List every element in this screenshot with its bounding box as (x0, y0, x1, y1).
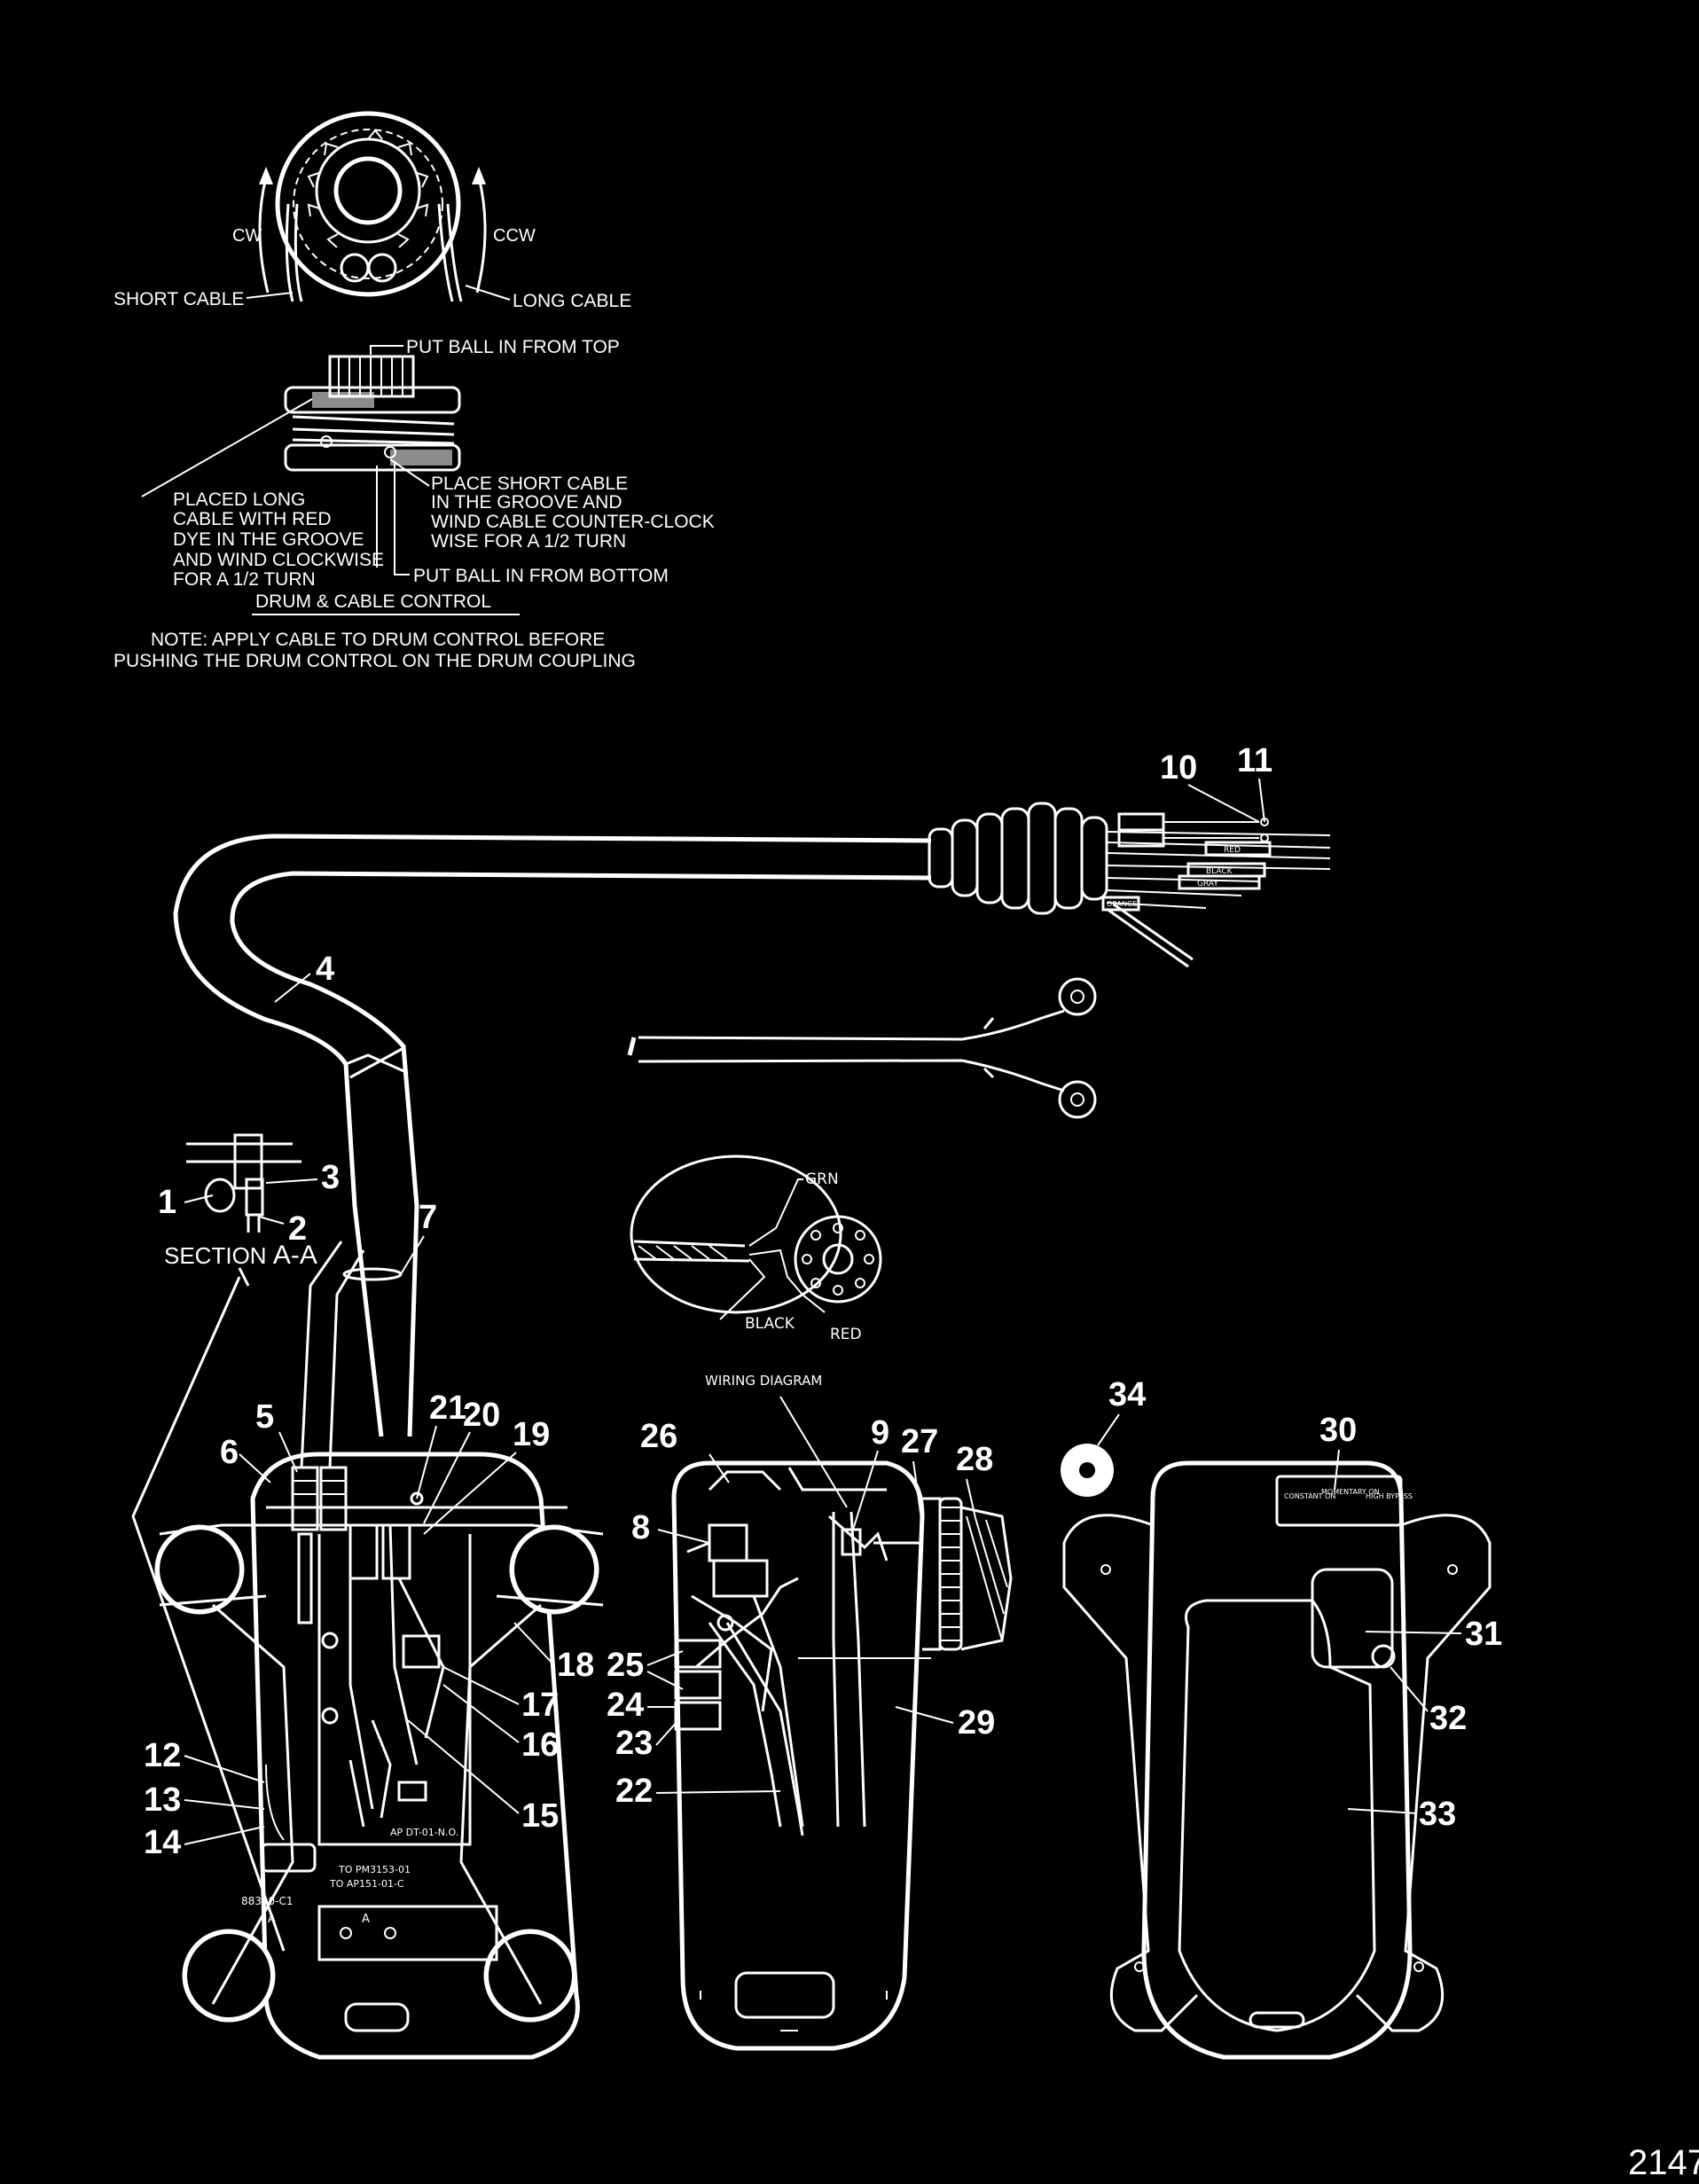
svg-text:GRN: GRN (805, 1170, 839, 1188)
connector-boot (928, 802, 1108, 915)
drum-detail: CW CCW SHORT CABLE LONG CABLE PUT BALL I… (114, 111, 715, 671)
callout-32: 32 (1429, 1700, 1467, 1737)
callouts: 4 5 6 7 8 9 10 11 12 13 14 15 16 17 18 1… (144, 742, 1502, 1861)
callout-6: 6 (220, 1434, 239, 1471)
callout-9: 9 (871, 1414, 889, 1452)
callout-4: 4 (316, 951, 334, 988)
callout-11: 11 (1237, 742, 1272, 779)
ball-top-label: PUT BALL IN FROM TOP (406, 337, 620, 357)
callout-23: 23 (615, 1725, 653, 1762)
svg-text:PLACE SHORT CABLE: PLACE SHORT CABLE (431, 474, 628, 494)
svg-text:88310-C1: 88310-C1 (241, 1895, 294, 1907)
callout-5: 5 (255, 1398, 274, 1436)
svg-text:HIGH BYPASS: HIGH BYPASS (1366, 1492, 1413, 1500)
svg-text:A: A (362, 1913, 370, 1926)
svg-text:BLACK: BLACK (745, 1315, 795, 1333)
svg-text:TO PM3153-01: TO PM3153-01 (338, 1864, 411, 1875)
callout-30: 30 (1319, 1412, 1357, 1449)
short-cable-label: SHORT CABLE (114, 289, 244, 309)
callout-22: 22 (615, 1773, 653, 1810)
svg-text:WIND CABLE COUNTER-CLOCK: WIND CABLE COUNTER-CLOCK (431, 512, 715, 532)
drum-title: DRUM & CABLE CONTROL (255, 591, 491, 612)
callout-10: 10 (1160, 749, 1197, 787)
ball-bottom-label: PUT BALL IN FROM BOTTOM (413, 566, 669, 586)
section-a-a: 1 2 3 SECTION A-A (158, 1133, 340, 1270)
figure-number: 2147 (1628, 2143, 1699, 2182)
long-cable-label: LONG CABLE (513, 291, 631, 311)
callout-25: 25 (607, 1647, 644, 1684)
callout-15: 15 (521, 1797, 559, 1835)
pedal-middle (671, 1460, 1013, 2051)
svg-text:MOMENTARY ON: MOMENTARY ON (1321, 1488, 1380, 1496)
cable-assembly: RED BLACK GRAY ORANGE (173, 802, 1331, 1437)
svg-text:ORANGE: ORANGE (1107, 900, 1137, 908)
svg-text:2: 2 (288, 1210, 307, 1248)
callout-20: 20 (463, 1397, 500, 1434)
callout-18: 18 (557, 1647, 594, 1684)
note-line-1: NOTE: APPLY CABLE TO DRUM CONTROL BEFORE (151, 630, 605, 650)
place-short-note: PLACE SHORT CABLE IN THE GROOVE AND WIND… (431, 474, 715, 552)
callout-27: 27 (901, 1423, 938, 1460)
callout-21: 21 (429, 1389, 466, 1427)
callout-33: 33 (1419, 1796, 1456, 1833)
svg-text:CONSTANT ON: CONSTANT ON (1284, 1492, 1335, 1500)
callout-24: 24 (607, 1687, 644, 1724)
svg-text:IN THE GROOVE AND: IN THE GROOVE AND (431, 492, 622, 513)
callout-16: 16 (521, 1726, 559, 1764)
pedal-right: CONSTANT ON MOMENTARY ON HIGH BYPASS (1061, 1444, 1492, 2060)
svg-text:DYE IN THE GROOVE: DYE IN THE GROOVE (173, 529, 364, 550)
callout-26: 26 (640, 1418, 677, 1455)
svg-text:GRAY: GRAY (1197, 880, 1218, 888)
callout-19: 19 (513, 1416, 550, 1453)
callout-29: 29 (958, 1704, 995, 1742)
svg-text:A: A (268, 1913, 276, 1926)
svg-text:TO AP151-01-C: TO AP151-01-C (329, 1878, 404, 1890)
callout-31: 31 (1465, 1616, 1502, 1653)
callout-12: 12 (144, 1737, 181, 1774)
svg-text:FOR A 1/2 TURN: FOR A 1/2 TURN (173, 569, 316, 590)
svg-text:CABLE WITH RED: CABLE WITH RED (173, 509, 332, 529)
ccw-label: CCW (493, 226, 536, 246)
placed-long-note: PLACED LONG CABLE WITH RED DYE IN THE GR… (173, 489, 384, 590)
svg-text:WISE FOR A 1/2 TURN: WISE FOR A 1/2 TURN (431, 531, 626, 552)
svg-text:1: 1 (158, 1184, 176, 1221)
svg-text:AP DT-01-N.O.: AP DT-01-N.O. (390, 1827, 458, 1838)
callout-17: 17 (521, 1687, 559, 1724)
callout-7: 7 (419, 1199, 437, 1236)
svg-text:RED: RED (1224, 846, 1241, 855)
callout-34: 34 (1108, 1376, 1146, 1413)
svg-text:3: 3 (321, 1159, 340, 1196)
svg-text:BLACK: BLACK (1206, 867, 1233, 876)
callout-28: 28 (956, 1441, 993, 1478)
cw-label: CW (232, 226, 262, 246)
wiring-diagram-title: WIRING DIAGRAM (705, 1373, 822, 1389)
callout-13: 13 (144, 1781, 181, 1819)
gear-teeth (307, 129, 429, 248)
note-line-2: PUSHING THE DRUM CONTROL ON THE DRUM COU… (114, 651, 636, 671)
callout-14: 14 (144, 1824, 181, 1861)
section-label: SECTION A-A (164, 1241, 317, 1270)
pedal-left: 88310-C1 A A TO PM3153-01 TO AP151-01-C … (131, 1241, 604, 2060)
svg-text:PLACED LONG: PLACED LONG (173, 489, 305, 510)
callout-8: 8 (631, 1509, 650, 1546)
svg-text:RED: RED (830, 1326, 862, 1343)
svg-text:AND WIND CLOCKWISE: AND WIND CLOCKWISE (173, 550, 384, 570)
wiring-diagram: GRN BLACK RED WIRING DIAGRAM (630, 1155, 882, 1508)
